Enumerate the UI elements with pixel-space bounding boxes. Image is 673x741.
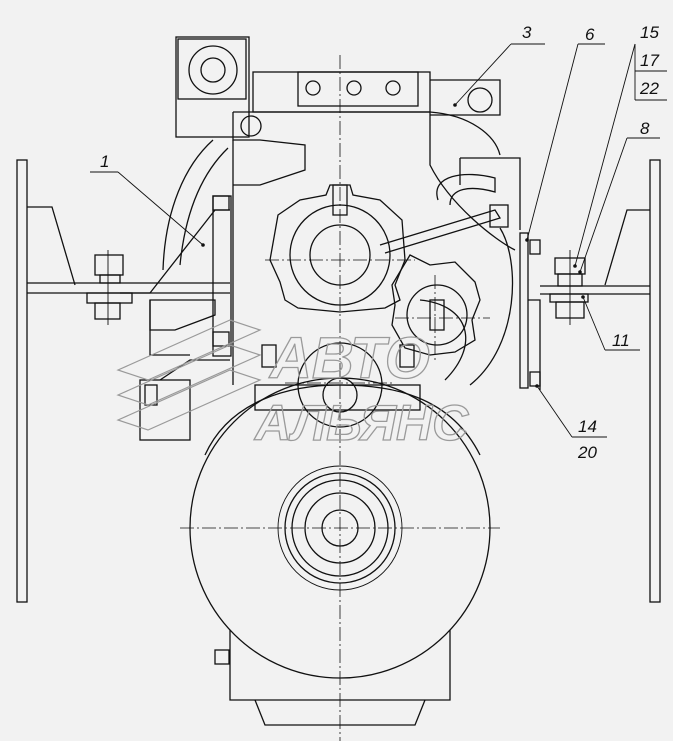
oil-filler-cap [269,173,509,313]
right-mount-bracket [519,232,589,390]
watermark-logo: АВТО АЛЬЯНС [116,319,470,452]
engine-top-block [175,36,501,186]
callout-3: 3 [522,23,532,42]
callout-6: 6 [585,25,595,44]
watermark-line2: АЛЬЯНС [253,395,469,451]
filter-cap [391,254,481,356]
callout-11: 11 [612,331,630,350]
callout-14: 14 [578,417,597,436]
left-mount-bracket [86,195,232,441]
callout-22: 22 [639,79,659,98]
callout-20: 20 [577,443,597,462]
leader-lines [90,43,667,438]
callout-1: 1 [100,152,109,171]
oil-sump [212,195,451,726]
flywheel-housing [189,342,491,679]
right-frame-rail [540,159,661,603]
callout-15: 15 [640,23,659,42]
callout-17: 17 [640,51,659,70]
engine-block-body [162,112,521,386]
left-frame-rail [16,159,230,603]
callout-8: 8 [640,119,650,138]
watermark-line1: АВТО [268,326,430,391]
